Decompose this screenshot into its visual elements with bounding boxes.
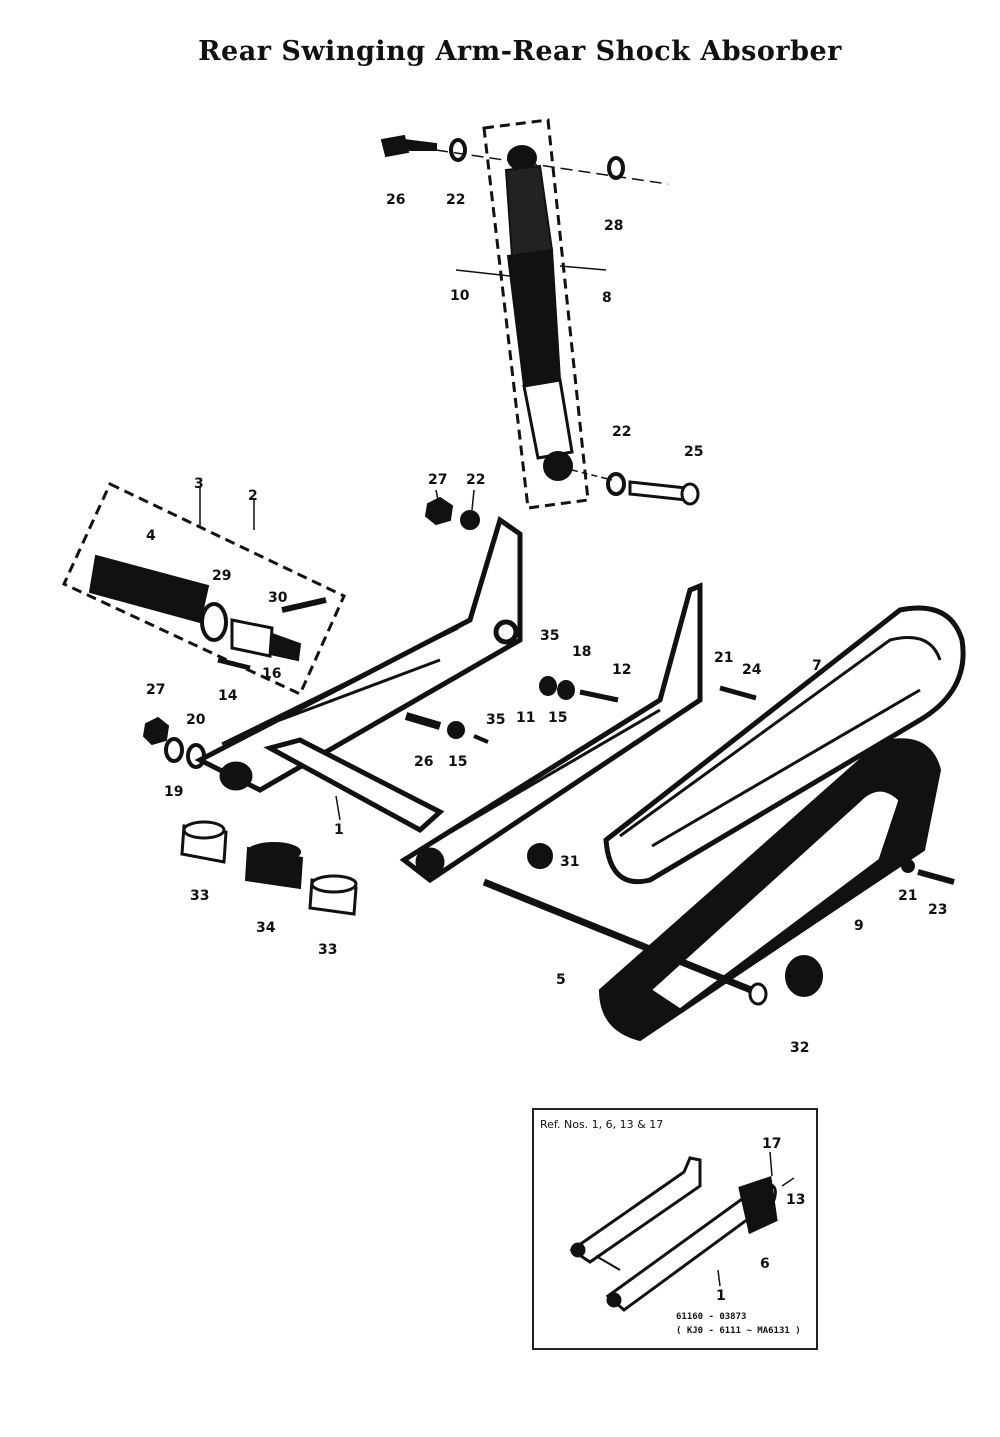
label-3: 3	[194, 476, 204, 492]
label-27-upper: 27	[428, 472, 447, 488]
label-15-left: 15	[448, 754, 467, 770]
inset-assembly-drawing	[569, 1156, 778, 1312]
inset-reference-text: Ref. Nos. 1, 6, 13 & 17	[540, 1118, 664, 1131]
label-24: 24	[742, 662, 762, 678]
inset-label-1: 1	[716, 1288, 726, 1304]
inset-part-number: 61160 - 03873	[676, 1312, 747, 1322]
label-31: 31	[560, 854, 579, 870]
label-10: 10	[450, 288, 470, 304]
lower-washer-22	[606, 472, 626, 496]
washer-29	[200, 602, 228, 642]
label-2: 2	[248, 488, 258, 504]
shock-leader-8	[559, 265, 607, 271]
label-23: 23	[928, 902, 947, 918]
label-7: 7	[812, 658, 822, 674]
swinging-arm	[194, 515, 703, 884]
label-27-lower: 27	[146, 682, 165, 698]
bolt-26-lower	[404, 712, 442, 730]
washer-20	[186, 743, 206, 769]
label-4: 4	[146, 528, 156, 544]
chain-guard	[603, 605, 966, 884]
inset-leader-13	[781, 1177, 795, 1187]
bolt-24	[719, 685, 757, 701]
inset-label-17: 17	[762, 1136, 781, 1152]
washer-18	[557, 680, 575, 700]
label-15-right: 15	[548, 710, 567, 726]
label-29: 29	[212, 568, 231, 584]
leader-washer-22	[471, 489, 475, 511]
shock-absorber	[504, 145, 574, 481]
upper-mount-bolt	[380, 134, 437, 158]
washer-35	[539, 676, 557, 696]
label-34: 34	[256, 920, 276, 936]
label-28: 28	[604, 218, 623, 234]
upper-washer-28	[607, 156, 625, 180]
pivot-spindle-group-outline	[62, 481, 346, 697]
inset-label-13: 13	[786, 1192, 805, 1208]
label-20: 20	[186, 712, 206, 728]
label-33-right: 33	[318, 942, 337, 958]
nut-27-upper	[424, 496, 454, 526]
label-9: 9	[854, 918, 864, 934]
label-22-mid: 22	[466, 472, 485, 488]
label-5: 5	[556, 972, 566, 988]
leader-nut-27	[435, 489, 439, 501]
label-26-lower: 26	[414, 754, 433, 770]
label-8: 8	[602, 290, 612, 306]
diagram-title: Rear Swinging Arm-Rear Shock Absorber	[198, 36, 842, 67]
inset-label-6: 6	[760, 1256, 770, 1272]
label-32: 32	[790, 1040, 809, 1056]
leader-1	[335, 795, 341, 821]
screw-30	[281, 597, 327, 613]
washer-21	[901, 859, 915, 873]
lower-axis-line	[571, 469, 613, 481]
rear-spindle	[482, 878, 758, 996]
bush-34	[244, 842, 304, 890]
lower-mount-bolt	[628, 480, 700, 506]
label-11: 11	[516, 710, 535, 726]
label-16: 16	[262, 666, 281, 682]
washer-15	[447, 721, 465, 739]
upper-axis-line	[435, 149, 669, 185]
upper-washer-22	[449, 138, 467, 162]
bush-33-left	[180, 820, 228, 864]
label-18: 18	[572, 644, 591, 660]
label-35-upper: 35	[540, 628, 559, 644]
label-22-upper: 22	[446, 192, 465, 208]
inset-applicability: ( KJ0 - 6111 ~ MA6131 )	[676, 1326, 801, 1336]
pivot-sleeve-4	[88, 554, 210, 624]
washer-22-upper-left	[460, 510, 480, 530]
label-21-lower: 21	[898, 888, 917, 904]
bush-33-right	[308, 874, 358, 916]
label-22-lower: 22	[612, 424, 631, 440]
shock-leader-10	[455, 269, 511, 277]
label-14: 14	[218, 688, 238, 704]
label-30: 30	[268, 590, 288, 606]
plug-31	[527, 843, 553, 869]
inset-leader-1	[717, 1269, 721, 1287]
label-21-upper: 21	[714, 650, 733, 666]
pin-35	[473, 734, 489, 744]
label-12: 12	[612, 662, 631, 678]
bolt-23	[917, 869, 955, 885]
pin-14	[217, 657, 251, 671]
nut-27-lower	[142, 716, 170, 746]
label-1: 1	[334, 822, 344, 838]
label-26-upper: 26	[386, 192, 405, 208]
inset-leader-17	[769, 1151, 773, 1177]
reference-inset-box	[532, 1108, 818, 1350]
label-19: 19	[164, 784, 183, 800]
label-25: 25	[684, 444, 703, 460]
bolt-12	[579, 689, 619, 703]
spindle-head	[748, 982, 768, 1006]
washer-19	[164, 737, 184, 763]
label-35-lower: 35	[486, 712, 505, 728]
label-33-left: 33	[190, 888, 209, 904]
pivot-cap-16	[230, 618, 302, 662]
plug-32	[785, 955, 823, 997]
